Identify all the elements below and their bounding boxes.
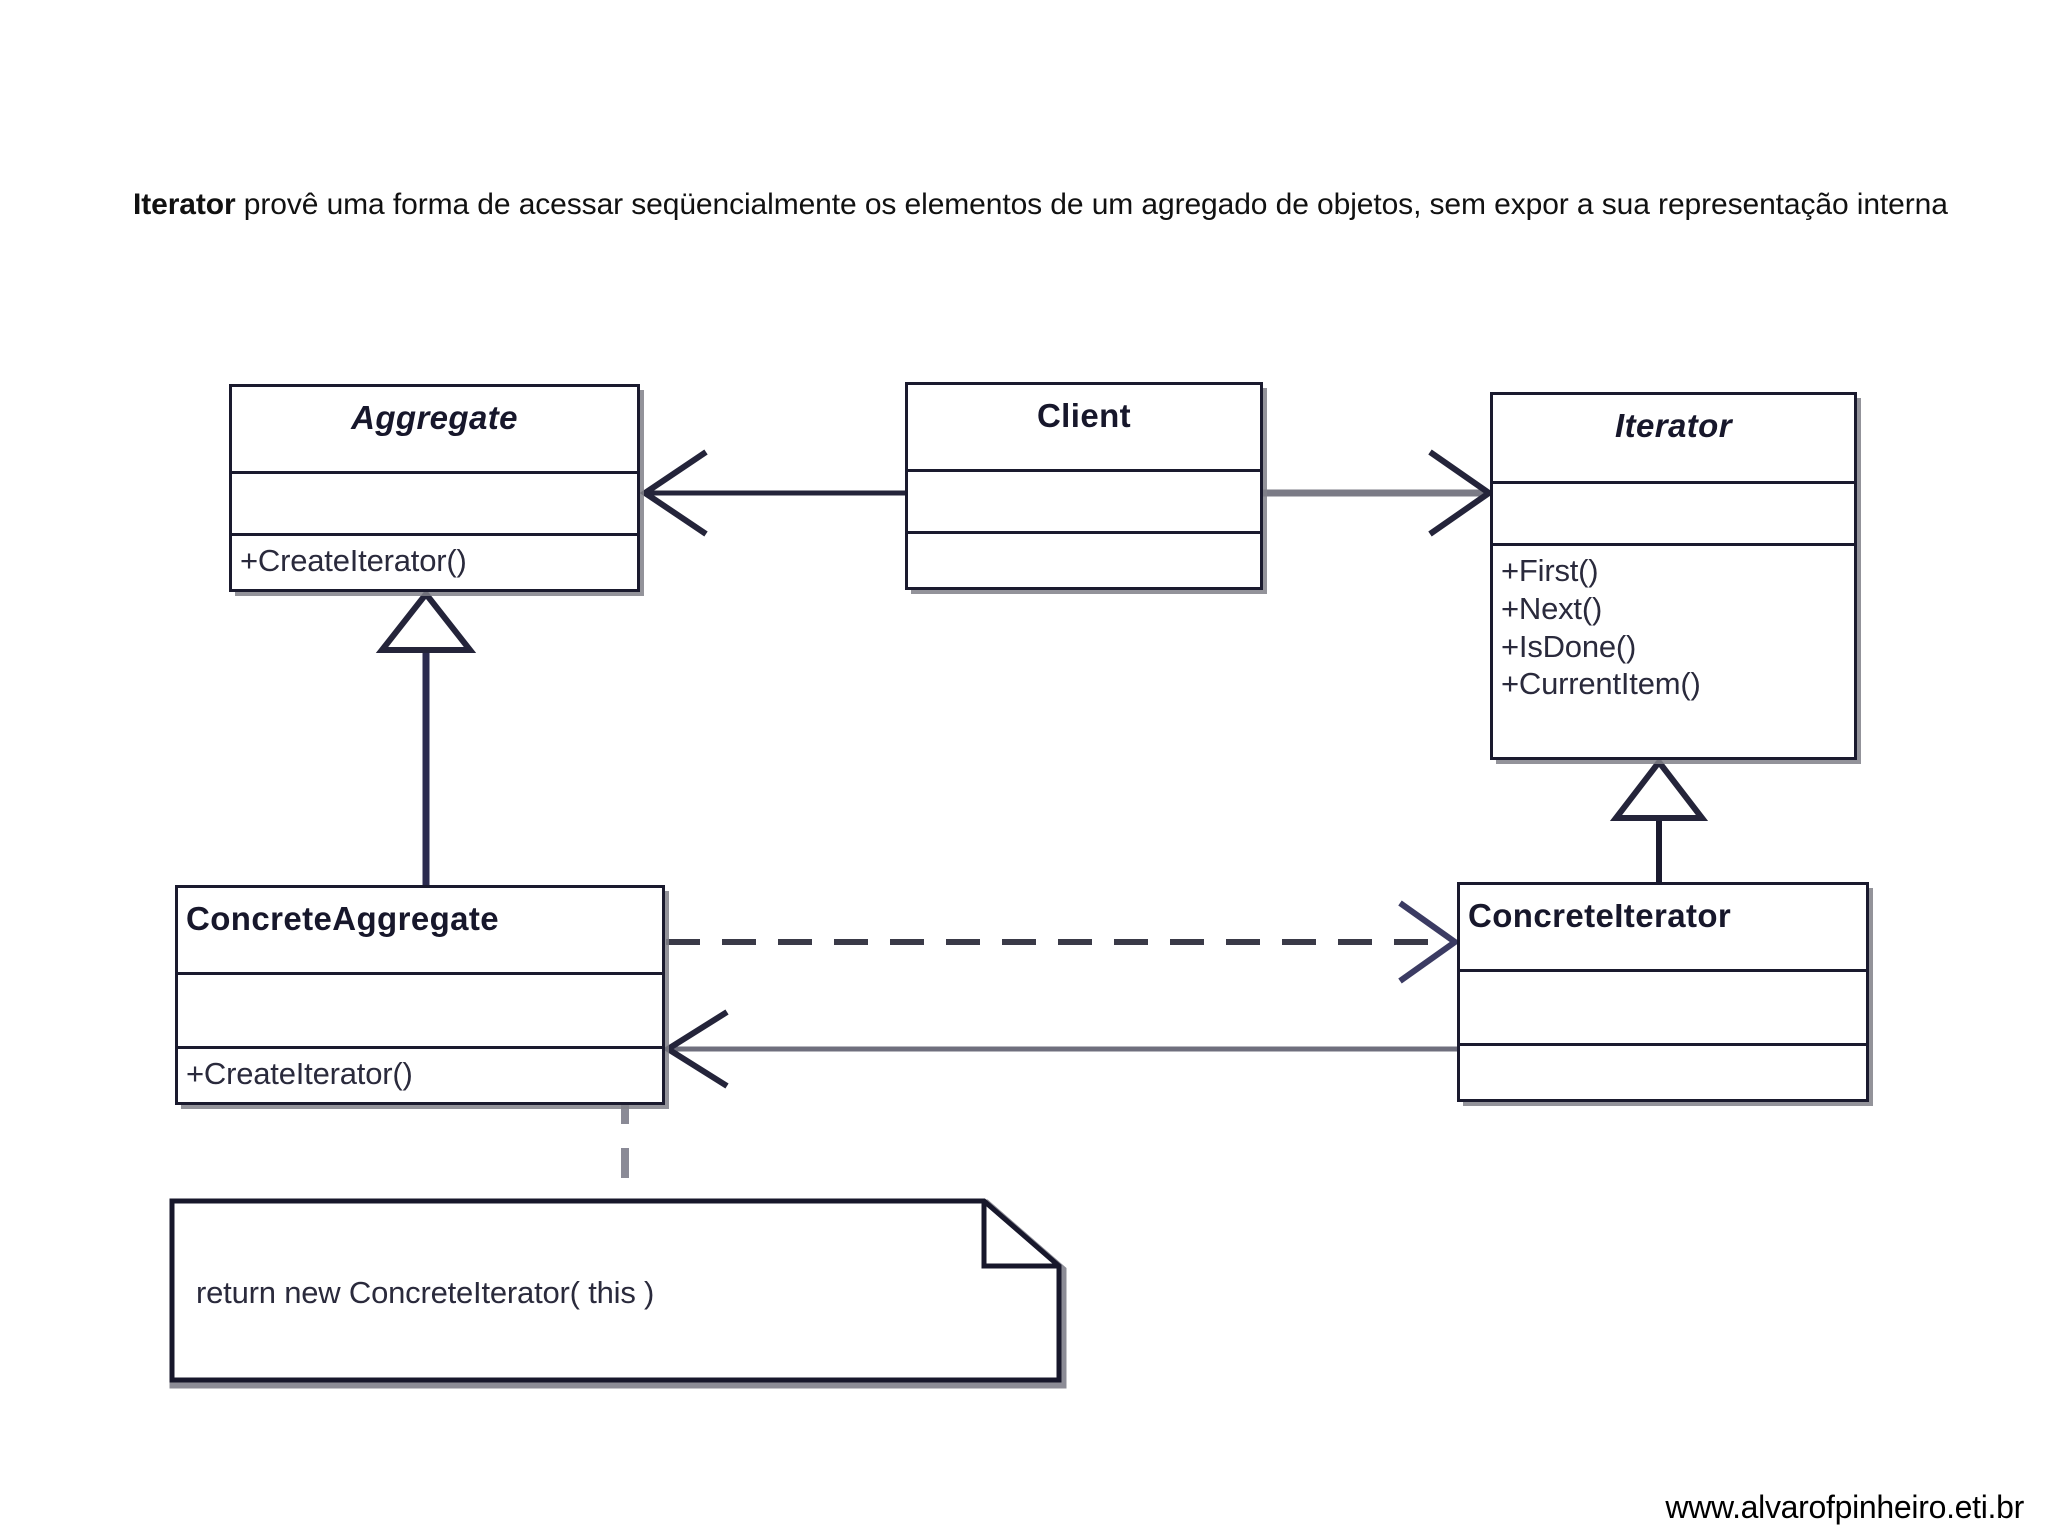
class-operations-compartment [1460, 1043, 1866, 1099]
class-attributes-compartment [1493, 481, 1854, 543]
connector-client-to-aggregate [639, 449, 905, 537]
connector-concrete-iterator-generalization [1609, 757, 1709, 882]
pattern-name: Iterator [133, 188, 236, 221]
connector-concrete-aggregate-to-concrete-iterator [666, 900, 1461, 984]
class-title-compartment: ConcreteAggregate [178, 888, 662, 972]
class-attributes-compartment [1460, 969, 1866, 1043]
class-title-compartment: Client [908, 385, 1260, 469]
class-name-aggregate: Aggregate [351, 399, 518, 436]
class-name-client: Client [1036, 397, 1132, 434]
class-attributes-compartment [178, 972, 662, 1046]
class-operations-compartment: +First() +Next() +IsDone() +CurrentItem(… [1493, 543, 1854, 757]
uml-note-shape[interactable] [166, 1198, 1071, 1393]
uml-class-concrete-aggregate[interactable]: ConcreteAggregate +CreateIterator() [175, 885, 665, 1105]
uml-class-concrete-iterator[interactable]: ConcreteIterator [1457, 882, 1869, 1102]
pattern-description: provê uma forma de acessar seqüencialmen… [235, 188, 1948, 221]
class-attributes-compartment [908, 469, 1260, 531]
uml-class-iterator[interactable]: Iterator +First() +Next() +IsDone() +Cur… [1490, 392, 1857, 760]
class-name-iterator: Iterator [1615, 407, 1732, 444]
operation-row: +IsDone() [1501, 628, 1637, 664]
class-title-compartment: Aggregate [232, 387, 637, 471]
class-operations-compartment: +CreateIterator() [232, 533, 637, 589]
operation-row: +CreateIterator() [186, 1056, 413, 1091]
uml-class-aggregate[interactable]: Aggregate +CreateIterator() [229, 384, 640, 592]
operation-row: +Next() [1501, 590, 1603, 626]
class-operations-compartment: +CreateIterator() [178, 1046, 662, 1102]
class-title-compartment: Iterator [1493, 395, 1854, 481]
class-operations-compartment [908, 531, 1260, 587]
operation-row: +CreateIterator() [240, 543, 467, 578]
operation-row: +First() [1501, 553, 1599, 588]
uml-note-text: return new ConcreteIterator( this ) [196, 1275, 655, 1310]
class-name-concrete-aggregate: ConcreteAggregate [186, 900, 500, 937]
class-title-compartment: ConcreteIterator [1460, 885, 1866, 969]
uml-class-client[interactable]: Client [905, 382, 1263, 590]
class-attributes-compartment [232, 471, 637, 533]
footer-url: www.alvarofpinheiro.eti.br [1665, 1489, 2024, 1525]
operation-row: +CurrentItem() [1501, 666, 1701, 702]
intro-paragraph: Iterator provê uma forma de acessar seqü… [133, 184, 2033, 227]
connector-client-to-iterator [1263, 449, 1495, 537]
connector-concrete-iterator-to-concrete-aggregate [662, 1009, 1457, 1089]
class-name-concrete-iterator: ConcreteIterator [1468, 897, 1732, 934]
connector-concrete-aggregate-generalization [375, 589, 477, 885]
